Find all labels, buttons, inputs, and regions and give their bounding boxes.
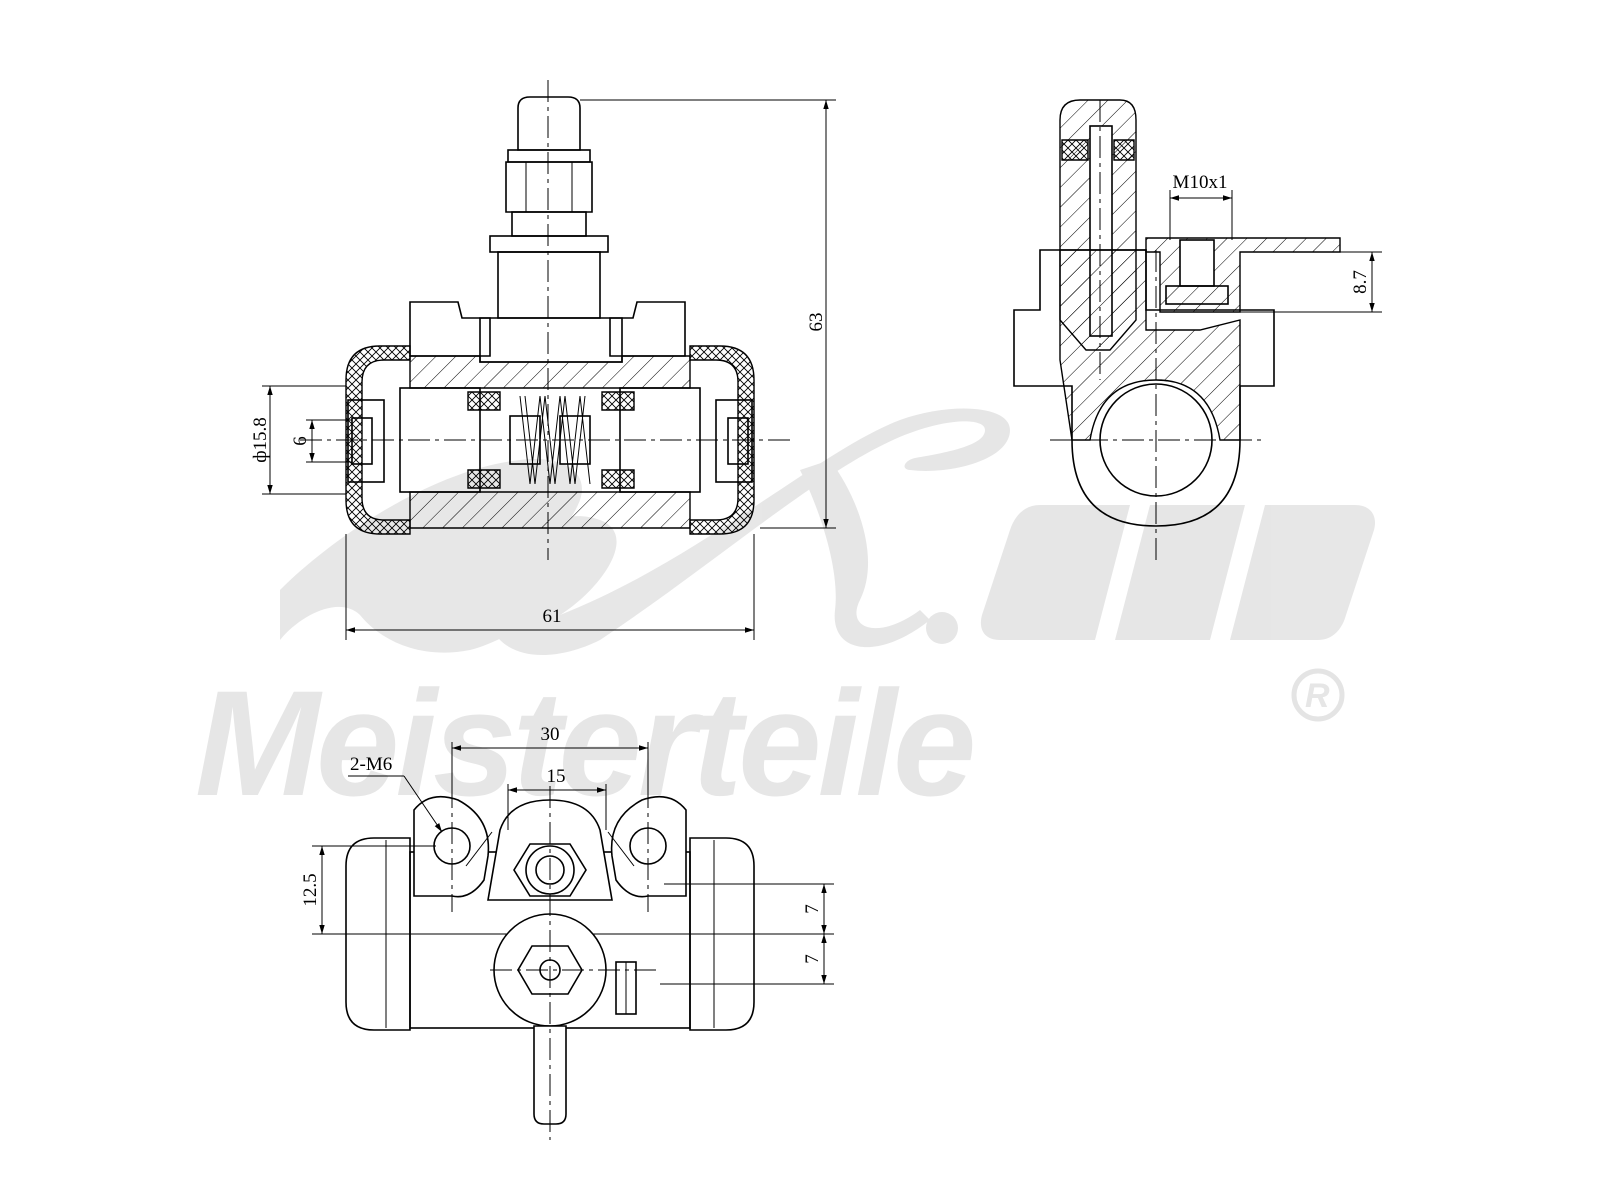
dimension-61-label: 61 xyxy=(543,606,562,627)
dimension-30: 30 xyxy=(451,724,649,800)
dimension-m10-label: M10x1 xyxy=(1173,172,1228,193)
dimension-6: 6 xyxy=(290,419,352,463)
dimension-2m6: 2-M6 xyxy=(348,754,443,833)
dimension-m10: M10x1 xyxy=(1169,172,1233,240)
dimension-15: 15 xyxy=(507,766,607,830)
cylinder-side-section-icon xyxy=(1013,99,1341,560)
dimension-7-upper-label: 7 xyxy=(802,904,823,914)
registered-mark: R xyxy=(1305,677,1330,715)
dimension-125: 12.5 xyxy=(300,845,436,935)
dimension-87-label: 8.7 xyxy=(1350,270,1371,294)
dimension-15-label: 15 xyxy=(547,766,566,787)
dimension-2m6-label: 2-M6 xyxy=(350,754,392,775)
dimension-87: 8.7 xyxy=(1240,251,1382,313)
dimension-7-7: 7 7 xyxy=(660,883,834,985)
dimension-61: 61 xyxy=(345,534,755,640)
dimension-6-label: 6 xyxy=(290,436,311,446)
dimension-bore-label: ф15.8 xyxy=(250,417,271,463)
dimension-7-lower-label: 7 xyxy=(802,954,823,964)
cylinder-bottom-view-icon xyxy=(345,786,755,1140)
dimension-125-label: 12.5 xyxy=(300,873,321,906)
dimension-63: 63 xyxy=(580,99,836,529)
dimension-30-label: 30 xyxy=(541,724,560,745)
brand-watermark: Meisterteile xyxy=(195,659,973,827)
dimension-bore: ф15.8 xyxy=(250,385,346,495)
dimension-63-label: 63 xyxy=(806,313,827,332)
cylinder-section-icon xyxy=(300,80,790,560)
